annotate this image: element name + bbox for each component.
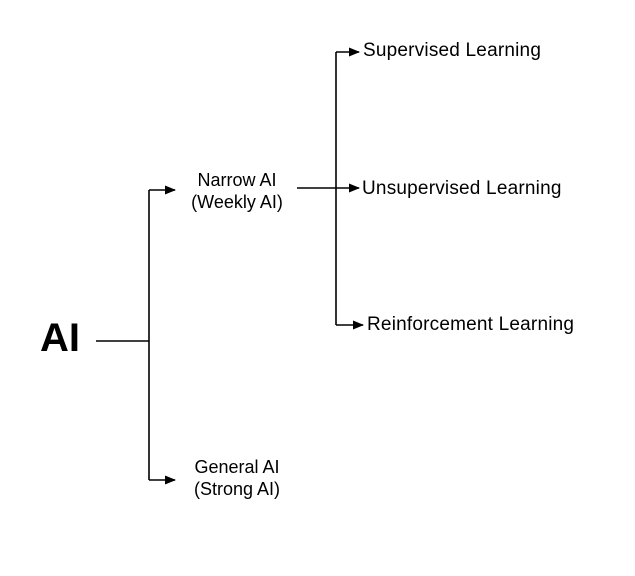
node-reinforcement-learning: Reinforcement Learning [367, 314, 575, 335]
root-node-ai: AI [40, 316, 80, 360]
node-general-ai: General AI (Strong AI) [172, 457, 302, 500]
narrow-ai-subtitle: (Weekly AI) [191, 191, 283, 212]
node-narrow-ai: Narrow AI (Weekly AI) [172, 170, 302, 213]
node-supervised-learning: Supervised Learning [363, 40, 542, 61]
narrow-ai-title: Narrow AI [197, 170, 277, 190]
general-ai-subtitle: (Strong AI) [193, 478, 281, 499]
node-unsupervised-learning: Unsupervised Learning [362, 178, 562, 199]
general-ai-title: General AI [194, 457, 280, 477]
